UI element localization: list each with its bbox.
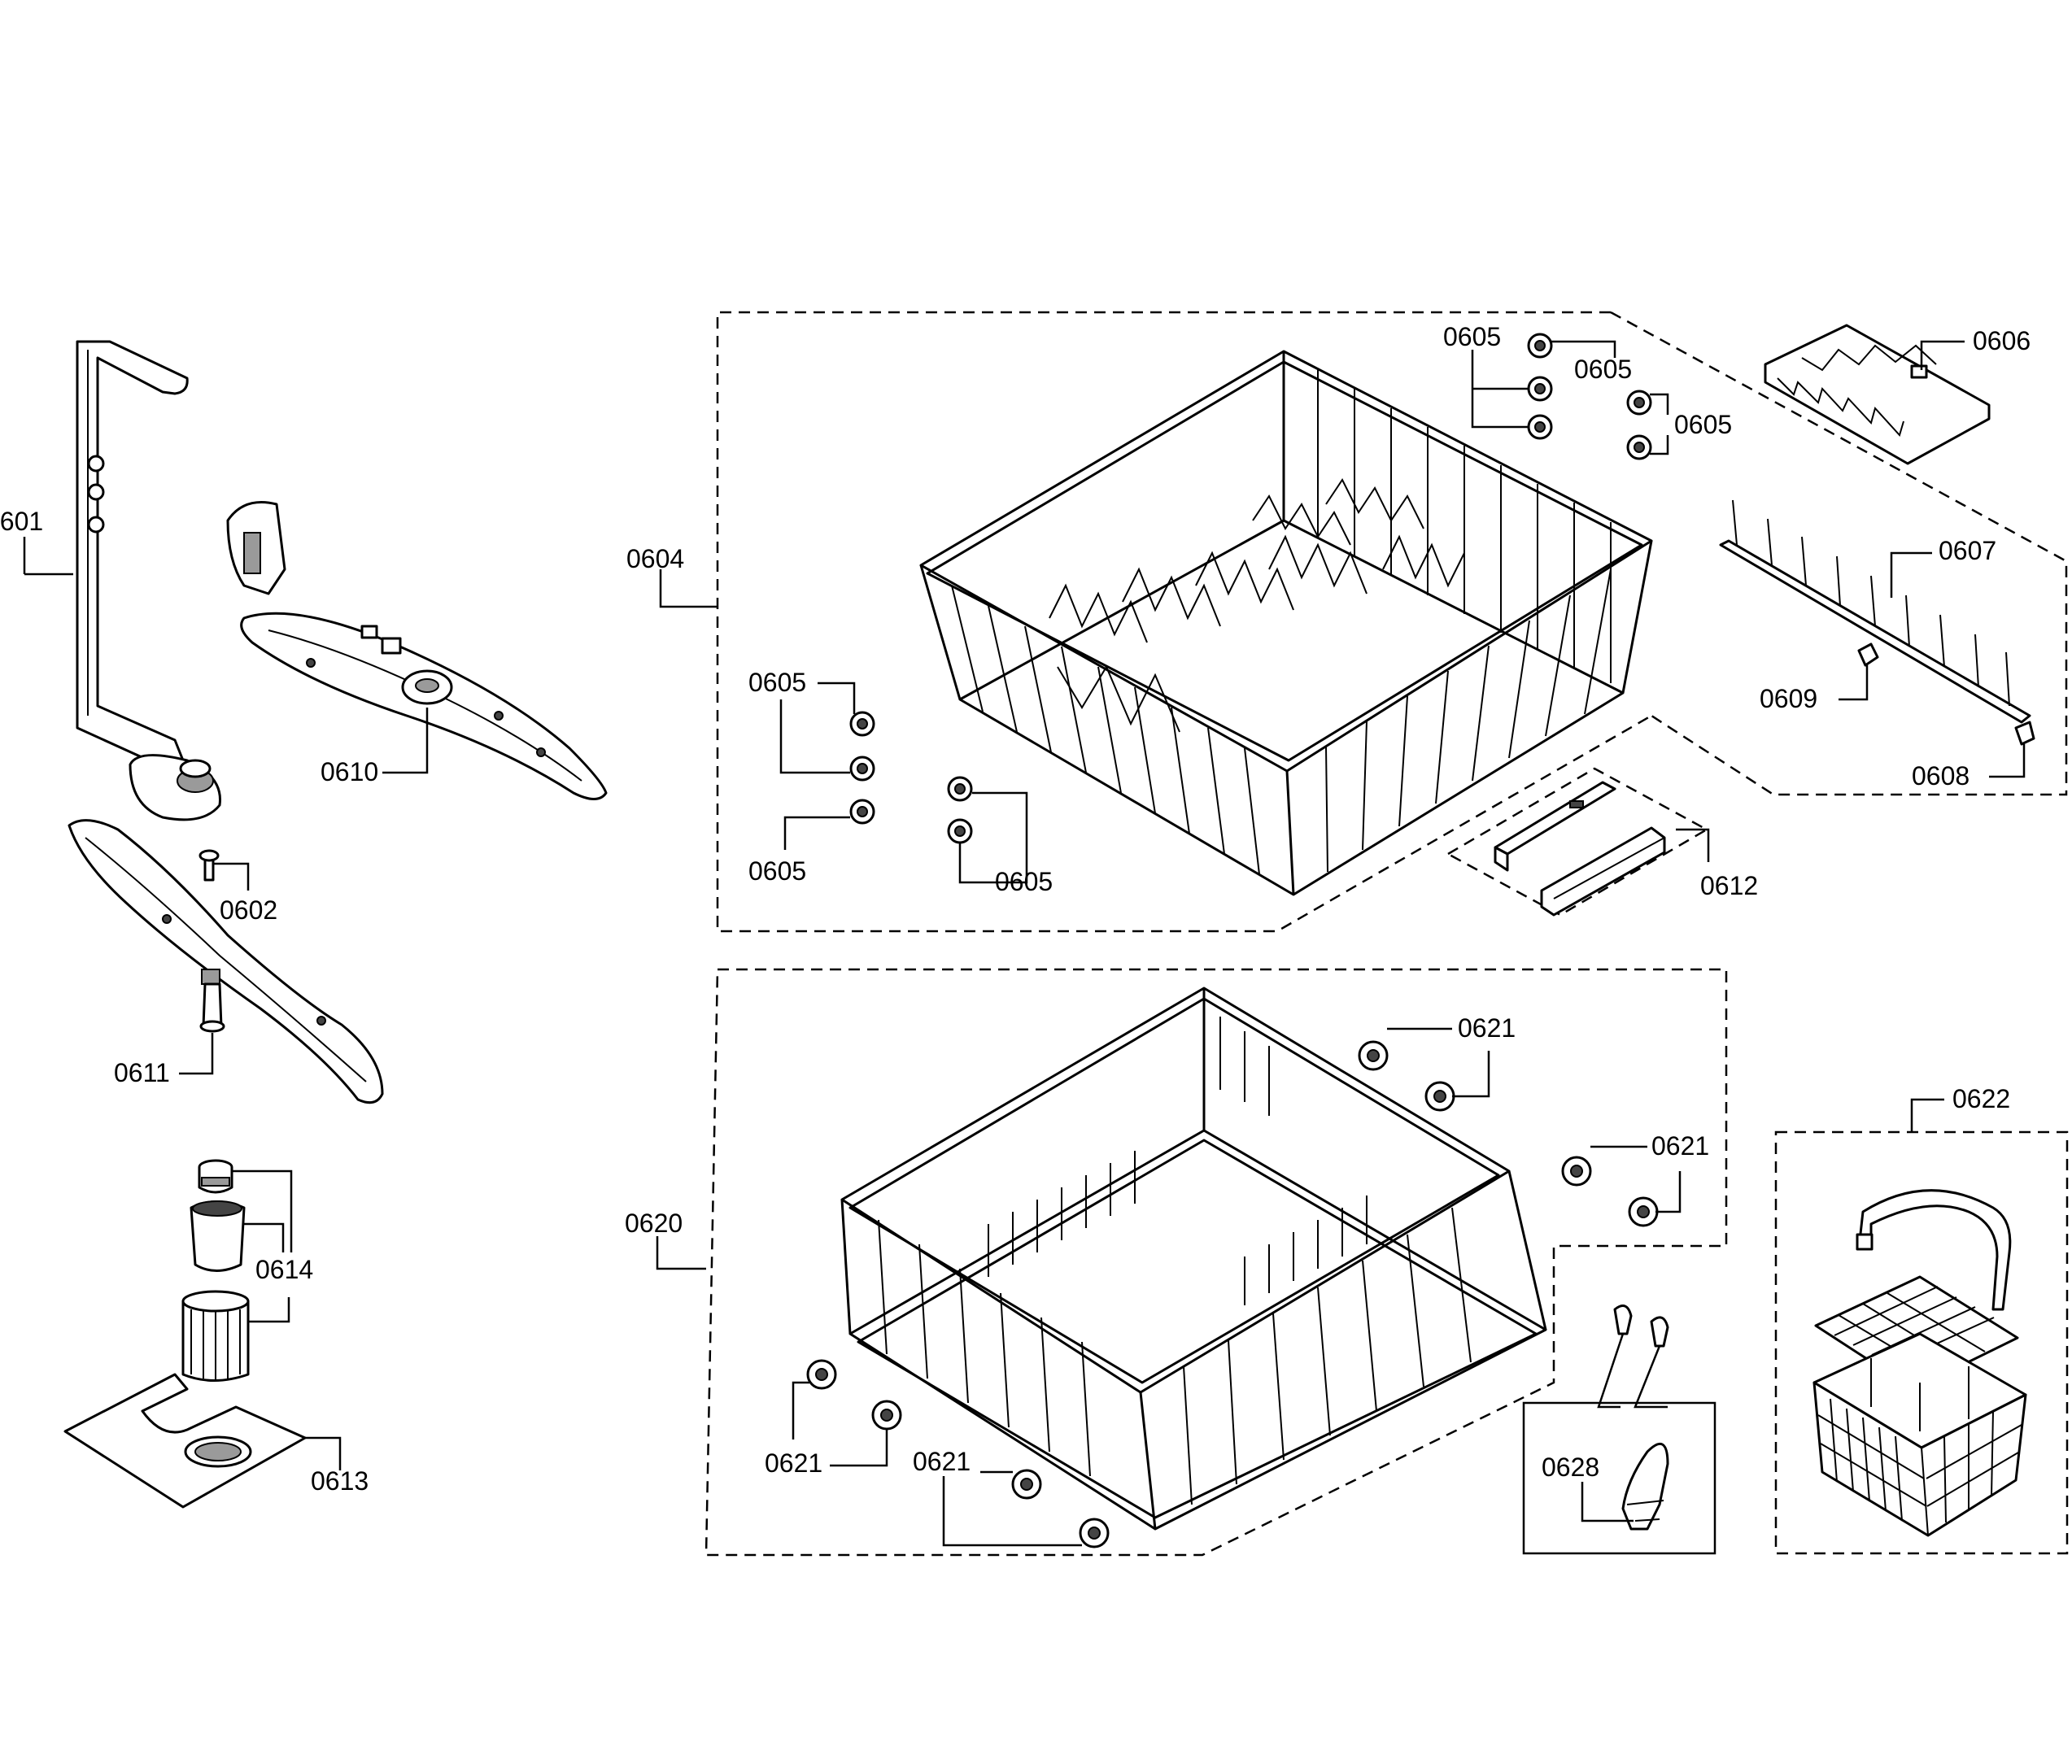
lower-rack-group-boundary: [704, 968, 1728, 1557]
flat-filter-plate: [63, 1373, 307, 1509]
leader-0605-h: [783, 816, 850, 850]
leader-0628-c: [1581, 1482, 1634, 1522]
leader-0628-b: [1634, 1345, 1668, 1409]
leader-0605-f: [818, 682, 856, 714]
leader-0614-b: [244, 1222, 285, 1252]
leader-0607: [1890, 551, 1932, 598]
leader-0605-g: [779, 699, 850, 774]
label-0628: 0628: [1542, 1453, 1599, 1482]
leader-0614-c: [248, 1297, 290, 1323]
leader-0621-f: [830, 1429, 888, 1467]
lower-spray-arm: [68, 819, 384, 1104]
leader-0605-d: [1650, 393, 1669, 415]
label-0602: 0602: [220, 895, 277, 925]
rack-wheel-set-lower-front: [806, 1359, 1110, 1548]
label-0609: 0609: [1760, 684, 1817, 713]
leader-0605-i: [972, 791, 1028, 884]
rack-wheel-set-upper-back: [1527, 333, 1652, 460]
leader-0604: [659, 569, 718, 608]
rack-wheel-set-lower-back: [1358, 1040, 1659, 1227]
label-0621-c: 0621: [765, 1448, 822, 1478]
leader-0612: [1676, 828, 1710, 862]
leader-0605-c: [1551, 340, 1616, 358]
leader-0602: [213, 862, 250, 891]
rack-rail-insert-group-boundary: [1447, 767, 1709, 917]
leader-0622: [1910, 1098, 1944, 1132]
leader-0614-a: [232, 1169, 293, 1252]
label-0613: 0613: [311, 1466, 369, 1496]
label-0605-b: 0605: [1574, 355, 1632, 384]
label-0620: 0620: [625, 1209, 683, 1238]
label-0605-f: 0605: [995, 867, 1053, 896]
label-0622: 0622: [1952, 1084, 2010, 1113]
label-0612: 0612: [1700, 871, 1758, 900]
leader-0610: [382, 708, 429, 774]
upper-rack-group-boundary: [716, 311, 2068, 933]
rack-rail-insert: [1494, 781, 1666, 917]
rack-height-clips: [1613, 1304, 1669, 1531]
label-0605-d: 0605: [748, 668, 806, 697]
rack-wheel-set-upper-front: [849, 711, 973, 844]
label-0605-c: 0605: [1674, 410, 1732, 439]
leader-0605-a: [1471, 350, 1529, 429]
lower-rack: [840, 987, 1547, 1531]
leader-0606: [1920, 340, 1965, 370]
fold-down-tine-row: [1719, 499, 2031, 724]
leader-0628-a: [1597, 1333, 1625, 1409]
upper-spray-arm: [226, 501, 608, 800]
label-0605-a: 0605: [1443, 322, 1501, 351]
label-0601: 0601: [0, 507, 43, 536]
leader-0621-h: [942, 1476, 1082, 1547]
tine-row-end-clip: [2014, 721, 2035, 746]
leader-0611: [179, 1033, 214, 1075]
leader-0605-e: [1650, 435, 1669, 455]
label-0606: 0606: [1973, 326, 2031, 355]
tine-row-clip: [1857, 642, 1879, 667]
label-0621-d: 0621: [913, 1447, 971, 1476]
leader-0613: [305, 1436, 342, 1470]
label-0604: 0604: [626, 544, 684, 573]
label-0605-e: 0605: [748, 856, 806, 886]
label-0621-a: 0621: [1458, 1013, 1516, 1043]
label-0608: 0608: [1912, 761, 1969, 791]
leader-0621-e: [792, 1381, 809, 1440]
label-0610: 0610: [321, 757, 378, 786]
leader-0621-d: [1655, 1171, 1682, 1213]
leader-0605-j: [958, 843, 994, 884]
cutlery-basket: [1812, 1189, 2027, 1537]
leader-0608: [1989, 744, 2026, 778]
knife-rack-shelf: [1764, 324, 1991, 465]
leader-0621-b: [1452, 1051, 1490, 1098]
fine-filter-assembly: [181, 1159, 250, 1382]
spray-supply-tube: [76, 340, 221, 821]
label-0611: 0611: [114, 1058, 170, 1087]
label-0607: 0607: [1939, 536, 1996, 565]
upper-rack: [919, 350, 1653, 896]
rack-clip-group-boundary: [1522, 1401, 1716, 1555]
leader-0609: [1839, 665, 1869, 701]
leader-0620: [656, 1236, 706, 1270]
label-0614: 0614: [255, 1255, 313, 1284]
screw: [198, 849, 220, 882]
label-0621-b: 0621: [1651, 1131, 1709, 1161]
